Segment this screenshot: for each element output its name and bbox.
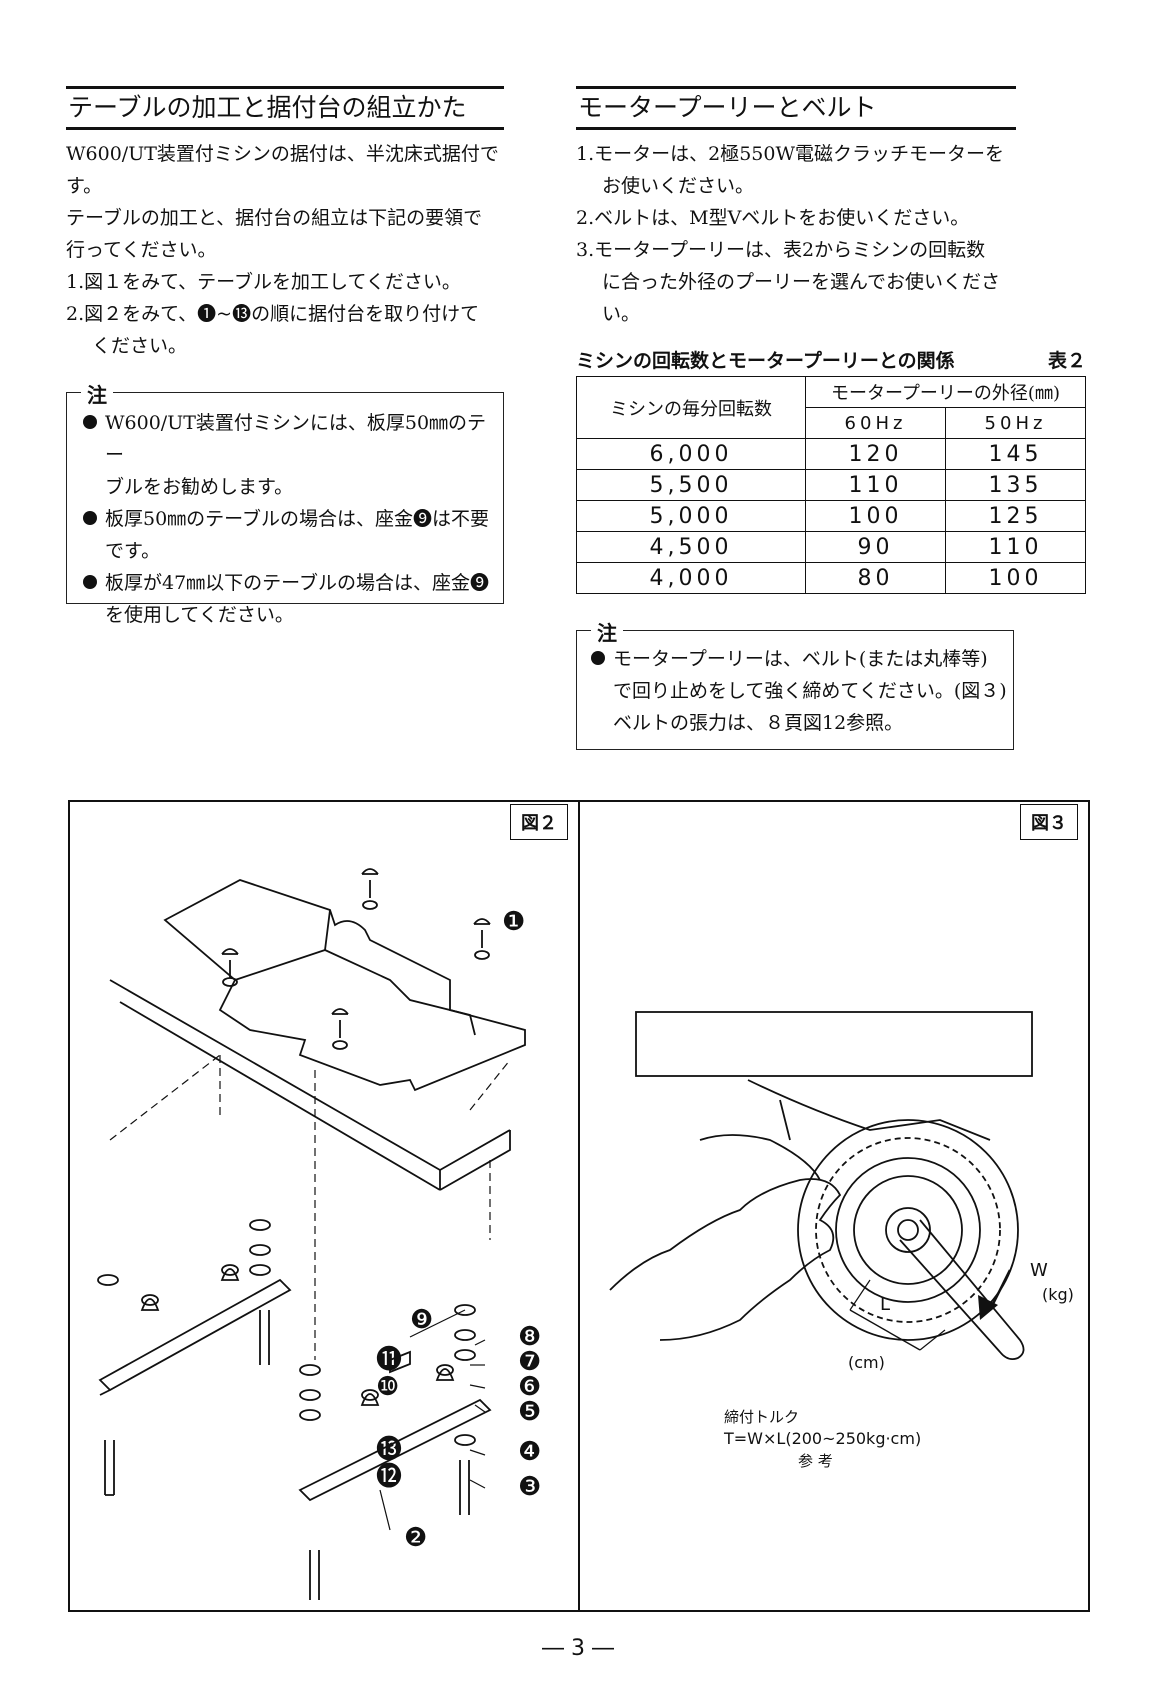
left-para-line: 1.図１をみて、テーブルを加工してください。 [66, 271, 461, 293]
table-caption-text: ミシンの回転数とモータープーリーとの関係 [576, 350, 955, 372]
torque-note: 参 考 [798, 1452, 833, 1470]
table-header-diameter: モータープーリーの外径(㎜) [805, 376, 1086, 408]
right-item-line: に合った外径のプーリーを選んでお使いくださ [602, 271, 1001, 293]
right-item-line: 3.モータープーリーは、表2からミシンの回転数 [576, 239, 986, 261]
callout-8: ❽ [518, 1322, 541, 1352]
table-cell: 5,000 [576, 500, 806, 532]
right-item-line: 2.ベルトは、M型Vベルトをお使いください。 [576, 207, 970, 229]
left-note-box: 注 W600/UT装置付ミシンには、板厚50㎜のテー ブルをお勧めします。 板厚… [66, 379, 504, 626]
note-item: モータープーリーは、ベルト(または丸棒等) で回り止めをして強く締めてください。… [585, 643, 1007, 739]
callout-4: ❹ [518, 1437, 541, 1467]
note-line: W600/UT装置付ミシンには、板厚50㎜のテー [105, 412, 487, 466]
note-line: ベルトの張力は、８頁図12参照。 [613, 712, 904, 734]
note-line: で回り止めをして強く締めてください。(図３) [613, 680, 1007, 702]
table-cell: 5,500 [576, 469, 806, 501]
left-para-line: W600/UT装置付ミシンの据付は、半沈床式据付で [66, 143, 499, 165]
w-label: W [1030, 1260, 1048, 1281]
bullet-icon [83, 511, 97, 525]
callout-6: ❻ [518, 1372, 541, 1402]
table-row: 4,500 90 110 [576, 531, 1086, 563]
table-cell: 80 [805, 562, 946, 594]
table-cell: 135 [945, 469, 1086, 501]
fig3-pulley-diagram: W (kg) L (cm) 締付トルク T=W×L(200~250kg·cm) … [609, 1011, 1074, 1470]
note-line: 板厚が47㎜以下のテーブルの場合は、座金❾ [105, 572, 490, 594]
fig2-assembly-diagram: ❶ ❷ ❸ ❹ ❺ ❻ ❼ ❽ ❾ ❿ ⓫ ⓬ ⓭ [97, 868, 541, 1600]
table-cell: 125 [945, 500, 1086, 532]
left-para-line: 2.図２をみて、❶~⓭の順に据付台を取り付けて [66, 303, 480, 325]
left-para-line: ください。 [92, 335, 188, 357]
bullet-icon [83, 415, 97, 429]
right-item-line: お使いください。 [602, 175, 755, 197]
table-cell: 110 [805, 469, 946, 501]
fig3-label: 図３ [1020, 804, 1078, 840]
table-cell: 4,000 [576, 562, 806, 594]
right-item-line: い。 [602, 303, 641, 325]
table-row: 5,000 100 125 [576, 500, 1086, 532]
l-unit: (cm) [848, 1353, 885, 1372]
bullet-icon [591, 651, 605, 665]
fig2-label: 図２ [510, 804, 568, 840]
table-cell: 4,500 [576, 531, 806, 563]
table-cell: 120 [805, 438, 946, 470]
table-row: 5,500 110 135 [576, 469, 1086, 501]
torque-title: 締付トルク [724, 1408, 799, 1426]
left-section-title: テーブルの加工と据付台の組立かた [66, 86, 504, 130]
table-cell: 6,000 [576, 438, 806, 470]
note-line: 板厚50㎜のテーブルの場合は、座金❾は不要 [105, 508, 490, 530]
note-item: W600/UT装置付ミシンには、板厚50㎜のテー ブルをお勧めします。 [77, 407, 495, 503]
table-number: 表２ [1047, 350, 1086, 372]
left-para-line: す。 [66, 175, 103, 197]
table-header-50hz: 50Hz [945, 407, 1086, 439]
callout-7: ❼ [518, 1347, 541, 1377]
callout-9: ❾ [410, 1305, 433, 1335]
callout-3: ❸ [518, 1472, 541, 1502]
table-row: 6,000 120 145 [576, 438, 1086, 470]
callout-11: ⓫ [376, 1345, 402, 1375]
table-cell: 100 [805, 500, 946, 532]
note-item: 板厚が47㎜以下のテーブルの場合は、座金❾ を使用してください。 [77, 567, 495, 631]
right-note-box: 注 モータープーリーは、ベルト(または丸棒等) で回り止めをして強く締めてくださ… [576, 617, 1014, 750]
note-line: モータープーリーは、ベルト(または丸棒等) [613, 648, 988, 670]
left-para-line: 行ってください。 [66, 239, 217, 261]
callout-13: ⓭ [376, 1435, 402, 1465]
table-header-60hz: 60Hz [805, 407, 946, 439]
note-label: 注 [81, 379, 113, 408]
table-row: 4,000 80 100 [576, 562, 1086, 594]
callout-2: ❷ [404, 1523, 427, 1553]
table-cell: 90 [805, 531, 946, 563]
torque-formula: T=W×L(200~250kg·cm) [723, 1429, 921, 1448]
table-caption: ミシンの回転数とモータープーリーとの関係 表２ [576, 346, 1086, 373]
page-number: ― 3 ― [542, 1636, 614, 1661]
bullet-icon [83, 575, 97, 589]
table-cell: 110 [945, 531, 1086, 563]
note-line: ブルをお勧めします。 [105, 476, 294, 498]
pulley-table: ミシンの毎分回転数 モータープーリーの外径(㎜) 60Hz 50Hz 6,000… [576, 376, 1086, 594]
right-item-line: 1.モーターは、2極550W電磁クラッチモーターを [576, 143, 1005, 165]
callout-10: ❿ [376, 1372, 399, 1402]
table-cell: 100 [945, 562, 1086, 594]
table-header-speed: ミシンの毎分回転数 [576, 376, 806, 439]
note-label: 注 [591, 617, 623, 646]
l-label: L [880, 1294, 890, 1315]
figures-divider [578, 800, 580, 1610]
force-arrow-icon [978, 1295, 998, 1320]
right-section-title: モータープーリーとベルト [576, 86, 1016, 130]
note-line: を使用してください。 [105, 604, 294, 626]
callout-5: ❺ [518, 1397, 541, 1427]
note-item: 板厚50㎜のテーブルの場合は、座金❾は不要 です。 [77, 503, 495, 567]
left-body-text: W600/UT装置付ミシンの据付は、半沈床式据付で す。 テーブルの加工と、据付… [66, 138, 506, 362]
left-para-line: テーブルの加工と、据付台の組立は下記の要領で [66, 207, 483, 229]
w-unit: (kg) [1042, 1285, 1074, 1304]
callout-1: ❶ [502, 907, 525, 937]
table-cell: 145 [945, 438, 1086, 470]
note-line: です。 [105, 540, 161, 562]
right-body-text: 1.モーターは、2極550W電磁クラッチモーターを お使いください。 2.ベルト… [576, 138, 1036, 330]
callout-12: ⓬ [376, 1462, 402, 1492]
